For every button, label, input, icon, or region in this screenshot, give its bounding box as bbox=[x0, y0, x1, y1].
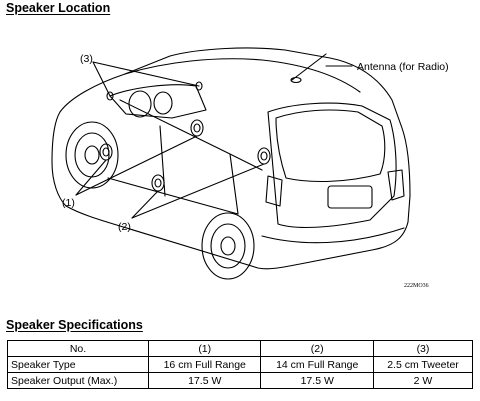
speaker-specifications-heading: Speaker Specifications bbox=[6, 318, 143, 332]
figure-code: 222MO36 bbox=[404, 283, 429, 289]
tweeter-right bbox=[195, 81, 203, 91]
dashboard bbox=[109, 84, 207, 119]
speaker-side-rear bbox=[257, 147, 271, 165]
speaker-spec-table: No. (1) (2) (3) Speaker Type 16 cm Full … bbox=[7, 340, 474, 389]
speaker-location-heading: Speaker Location bbox=[6, 1, 111, 15]
table-header-cell: (1) bbox=[147, 340, 262, 357]
rear-wheel bbox=[201, 212, 255, 280]
table-cell: 17.5 W bbox=[147, 372, 262, 389]
car-body-outline bbox=[51, 47, 411, 270]
table-header-cell: (2) bbox=[260, 340, 374, 357]
speaker-rear-door bbox=[151, 174, 165, 192]
table-cell: 17.5 W bbox=[260, 372, 374, 389]
callout-3: (3) bbox=[80, 53, 93, 65]
table-header-cell: No. bbox=[7, 340, 149, 357]
rear-hatch bbox=[267, 102, 397, 229]
table-cell: Speaker Type bbox=[7, 356, 149, 373]
roof-line bbox=[124, 58, 361, 93]
speaker-front-door bbox=[99, 143, 113, 161]
license-plate bbox=[327, 185, 373, 209]
table-cell: 2 W bbox=[372, 372, 474, 389]
steering-wheel bbox=[128, 90, 152, 118]
table-row: Speaker Output (Max.) 17.5 W 17.5 W 2 W bbox=[7, 372, 474, 389]
vehicle-speaker-illustration: Antenna (for Radio) (3) (1) (2) 222MO36 bbox=[0, 18, 480, 300]
front-wheel bbox=[65, 121, 119, 189]
table-cell: Speaker Output (Max.) bbox=[7, 372, 149, 389]
speaker-side-front bbox=[190, 119, 204, 137]
antenna bbox=[291, 53, 327, 81]
tweeter-left bbox=[106, 91, 114, 101]
callout-1: (1) bbox=[62, 197, 75, 209]
table-cell: 2.5 cm Tweeter bbox=[372, 356, 474, 373]
table-cell: 14 cm Full Range bbox=[260, 356, 374, 373]
rear-window bbox=[275, 109, 386, 183]
antenna-callout: Antenna (for Radio) bbox=[357, 61, 449, 73]
callout-2: (2) bbox=[118, 221, 131, 233]
table-header-cell: (3) bbox=[372, 340, 474, 357]
table-cell: 16 cm Full Range bbox=[147, 356, 262, 373]
table-row: Speaker Type 16 cm Full Range 14 cm Full… bbox=[7, 356, 474, 373]
table-header-row: No. (1) (2) (3) bbox=[7, 340, 474, 357]
